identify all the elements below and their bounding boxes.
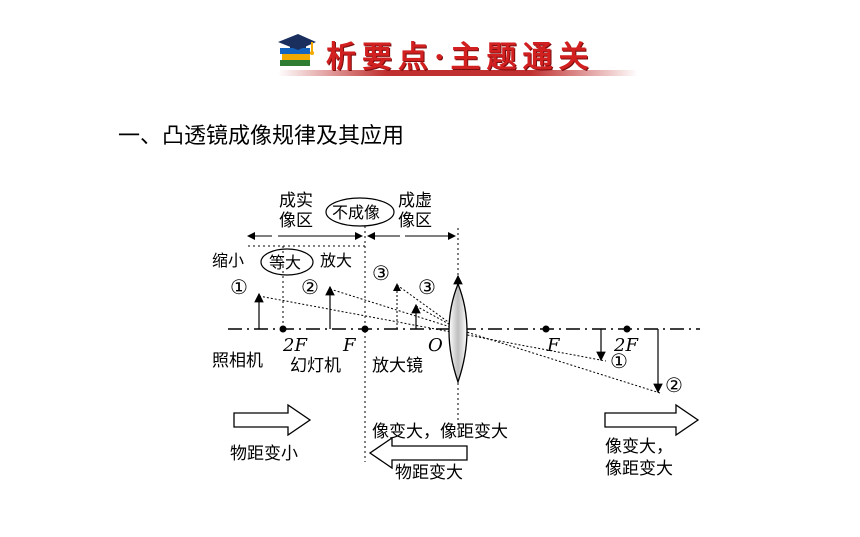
larger-label: 放大 bbox=[320, 251, 352, 270]
page-heading: 一、凸透镜成像规律及其应用 bbox=[118, 124, 405, 149]
no-image-label: 不成像 bbox=[332, 203, 380, 222]
label-o: O bbox=[428, 335, 443, 356]
marker-three-virtual: ③ bbox=[372, 261, 390, 285]
ray-1 bbox=[258, 295, 607, 362]
marker-two-image: ② bbox=[665, 373, 683, 397]
point-f-left bbox=[361, 325, 369, 333]
point-2f-right bbox=[623, 325, 631, 333]
banner-title: 析要点·主题通关 bbox=[326, 40, 595, 75]
equal-label: 等大 bbox=[269, 253, 301, 272]
hollow-arrow-right-left bbox=[233, 403, 312, 437]
real-image-grows-label-2: 像距变大 bbox=[605, 459, 673, 479]
label-2f-left: 2F bbox=[282, 335, 308, 356]
virtual-image-grows-label: 像变大，像距变大 bbox=[372, 422, 508, 442]
smaller-label: 缩小 bbox=[212, 251, 244, 270]
real-image-zone-label-2: 像区 bbox=[279, 211, 313, 231]
label-f-right: F bbox=[546, 335, 561, 356]
real-image-zone-label-1: 成实 bbox=[279, 191, 313, 211]
graduation-cap-books-icon bbox=[278, 34, 316, 66]
marker-one-image: ① bbox=[610, 349, 628, 373]
point-f-right bbox=[542, 325, 550, 333]
section-banner: 析要点·主题通关 bbox=[268, 26, 648, 86]
object-distance-smaller-label: 物距变小 bbox=[230, 444, 298, 464]
hollow-arrow-right-right bbox=[604, 403, 700, 437]
marker-one: ① bbox=[230, 275, 248, 299]
marker-two: ② bbox=[301, 275, 319, 299]
label-f-left: F bbox=[342, 335, 357, 356]
virtual-image-zone-label-2: 像区 bbox=[398, 211, 432, 231]
convex-lens bbox=[448, 282, 468, 385]
real-image-grows-label-1: 像变大， bbox=[605, 437, 673, 457]
point-2f-left bbox=[279, 325, 287, 333]
label-2f-right: 2F bbox=[613, 335, 639, 356]
equal-oval bbox=[260, 248, 314, 276]
projector-label: 幻灯机 bbox=[290, 356, 341, 376]
no-image-oval bbox=[325, 197, 395, 227]
ray-3-virtual bbox=[396, 284, 459, 330]
camera-label: 照相机 bbox=[212, 351, 263, 371]
ray-2 bbox=[329, 288, 661, 394]
hollow-arrow-left bbox=[368, 436, 468, 470]
banner-underline bbox=[278, 70, 638, 76]
marker-three: ③ bbox=[418, 275, 436, 299]
virtual-image-zone-label-1: 成虚 bbox=[398, 191, 432, 211]
object-distance-larger-label: 物距变大 bbox=[395, 463, 463, 483]
magnifier-label: 放大镜 bbox=[372, 356, 423, 376]
